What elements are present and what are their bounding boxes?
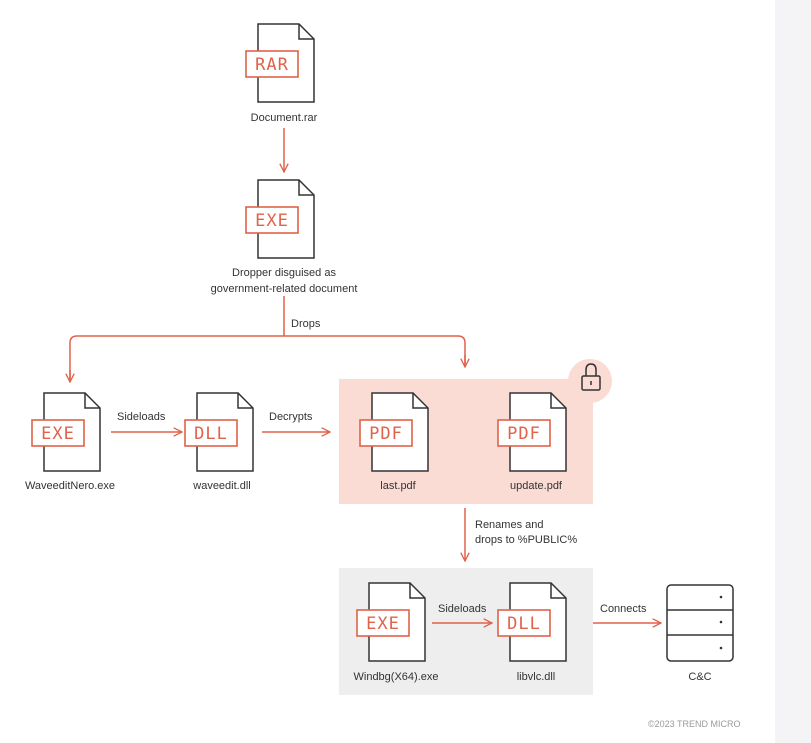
file-icon-windbg-exe: EXE bbox=[356, 582, 426, 662]
file-type-badge bbox=[497, 609, 551, 637]
file-icon-document-rar: RAR bbox=[245, 23, 315, 103]
node-label-document-rar: Document.rar bbox=[250, 112, 318, 124]
file-type-badge bbox=[245, 206, 299, 234]
node-label-windbg: Windbg(X64).exe bbox=[353, 671, 439, 683]
file-type-text: PDF bbox=[369, 424, 403, 444]
file-type-text: EXE bbox=[255, 211, 289, 231]
file-type-text: EXE bbox=[41, 424, 75, 444]
edge-label-sideloads-2: Sideloads bbox=[438, 603, 487, 615]
file-type-text: EXE bbox=[366, 614, 400, 634]
edge-label-decrypts: Decrypts bbox=[269, 411, 313, 423]
edge-label-drops: Drops bbox=[291, 318, 321, 330]
node-label-libvlc: libvlc.dll bbox=[516, 671, 556, 683]
lock-icon bbox=[581, 363, 601, 391]
copyright-text: ©2023 TREND MICRO bbox=[648, 719, 741, 729]
edge-label-connects: Connects bbox=[600, 603, 647, 615]
node-label-waveedit-dll: waveedit.dll bbox=[193, 480, 251, 492]
file-icon-update-pdf: PDF bbox=[497, 392, 567, 472]
file-type-badge bbox=[497, 419, 551, 447]
edge-label-renames-line1: Renames and bbox=[475, 519, 544, 531]
edge-label-renames-line2: drops to %PUBLIC% bbox=[475, 534, 578, 546]
drops-connector bbox=[69, 296, 466, 380]
file-icon-last-pdf: PDF bbox=[359, 392, 429, 472]
lock-badge bbox=[568, 359, 612, 403]
node-label-waveeditnero: WaveeditNero.exe bbox=[24, 480, 116, 492]
file-type-text: DLL bbox=[194, 424, 228, 444]
file-icon-waveedit-dll: DLL bbox=[184, 392, 254, 472]
node-label-update-pdf: update.pdf bbox=[510, 480, 562, 492]
node-label-cnc: C&C bbox=[688, 671, 712, 683]
right-margin-bar bbox=[775, 0, 811, 743]
server-icon bbox=[666, 584, 734, 662]
file-type-badge bbox=[356, 609, 410, 637]
file-icon-waveeditnero-exe: EXE bbox=[31, 392, 101, 472]
node-label-last-pdf: last.pdf bbox=[380, 480, 416, 492]
file-type-badge bbox=[184, 419, 238, 447]
file-type-text: RAR bbox=[255, 55, 289, 75]
file-type-text: DLL bbox=[507, 614, 541, 634]
file-type-badge bbox=[359, 419, 413, 447]
file-icon-dropper-exe: EXE bbox=[245, 179, 315, 259]
file-type-badge bbox=[31, 419, 85, 447]
node-label-dropper-line1: Dropper disguised as bbox=[232, 267, 336, 279]
edge-label-sideloads-1: Sideloads bbox=[117, 411, 166, 423]
file-type-badge bbox=[245, 50, 299, 78]
file-icon-libvlc-dll: DLL bbox=[497, 582, 567, 662]
file-type-text: PDF bbox=[507, 424, 541, 444]
node-label-dropper-line2: government-related document bbox=[210, 283, 358, 295]
